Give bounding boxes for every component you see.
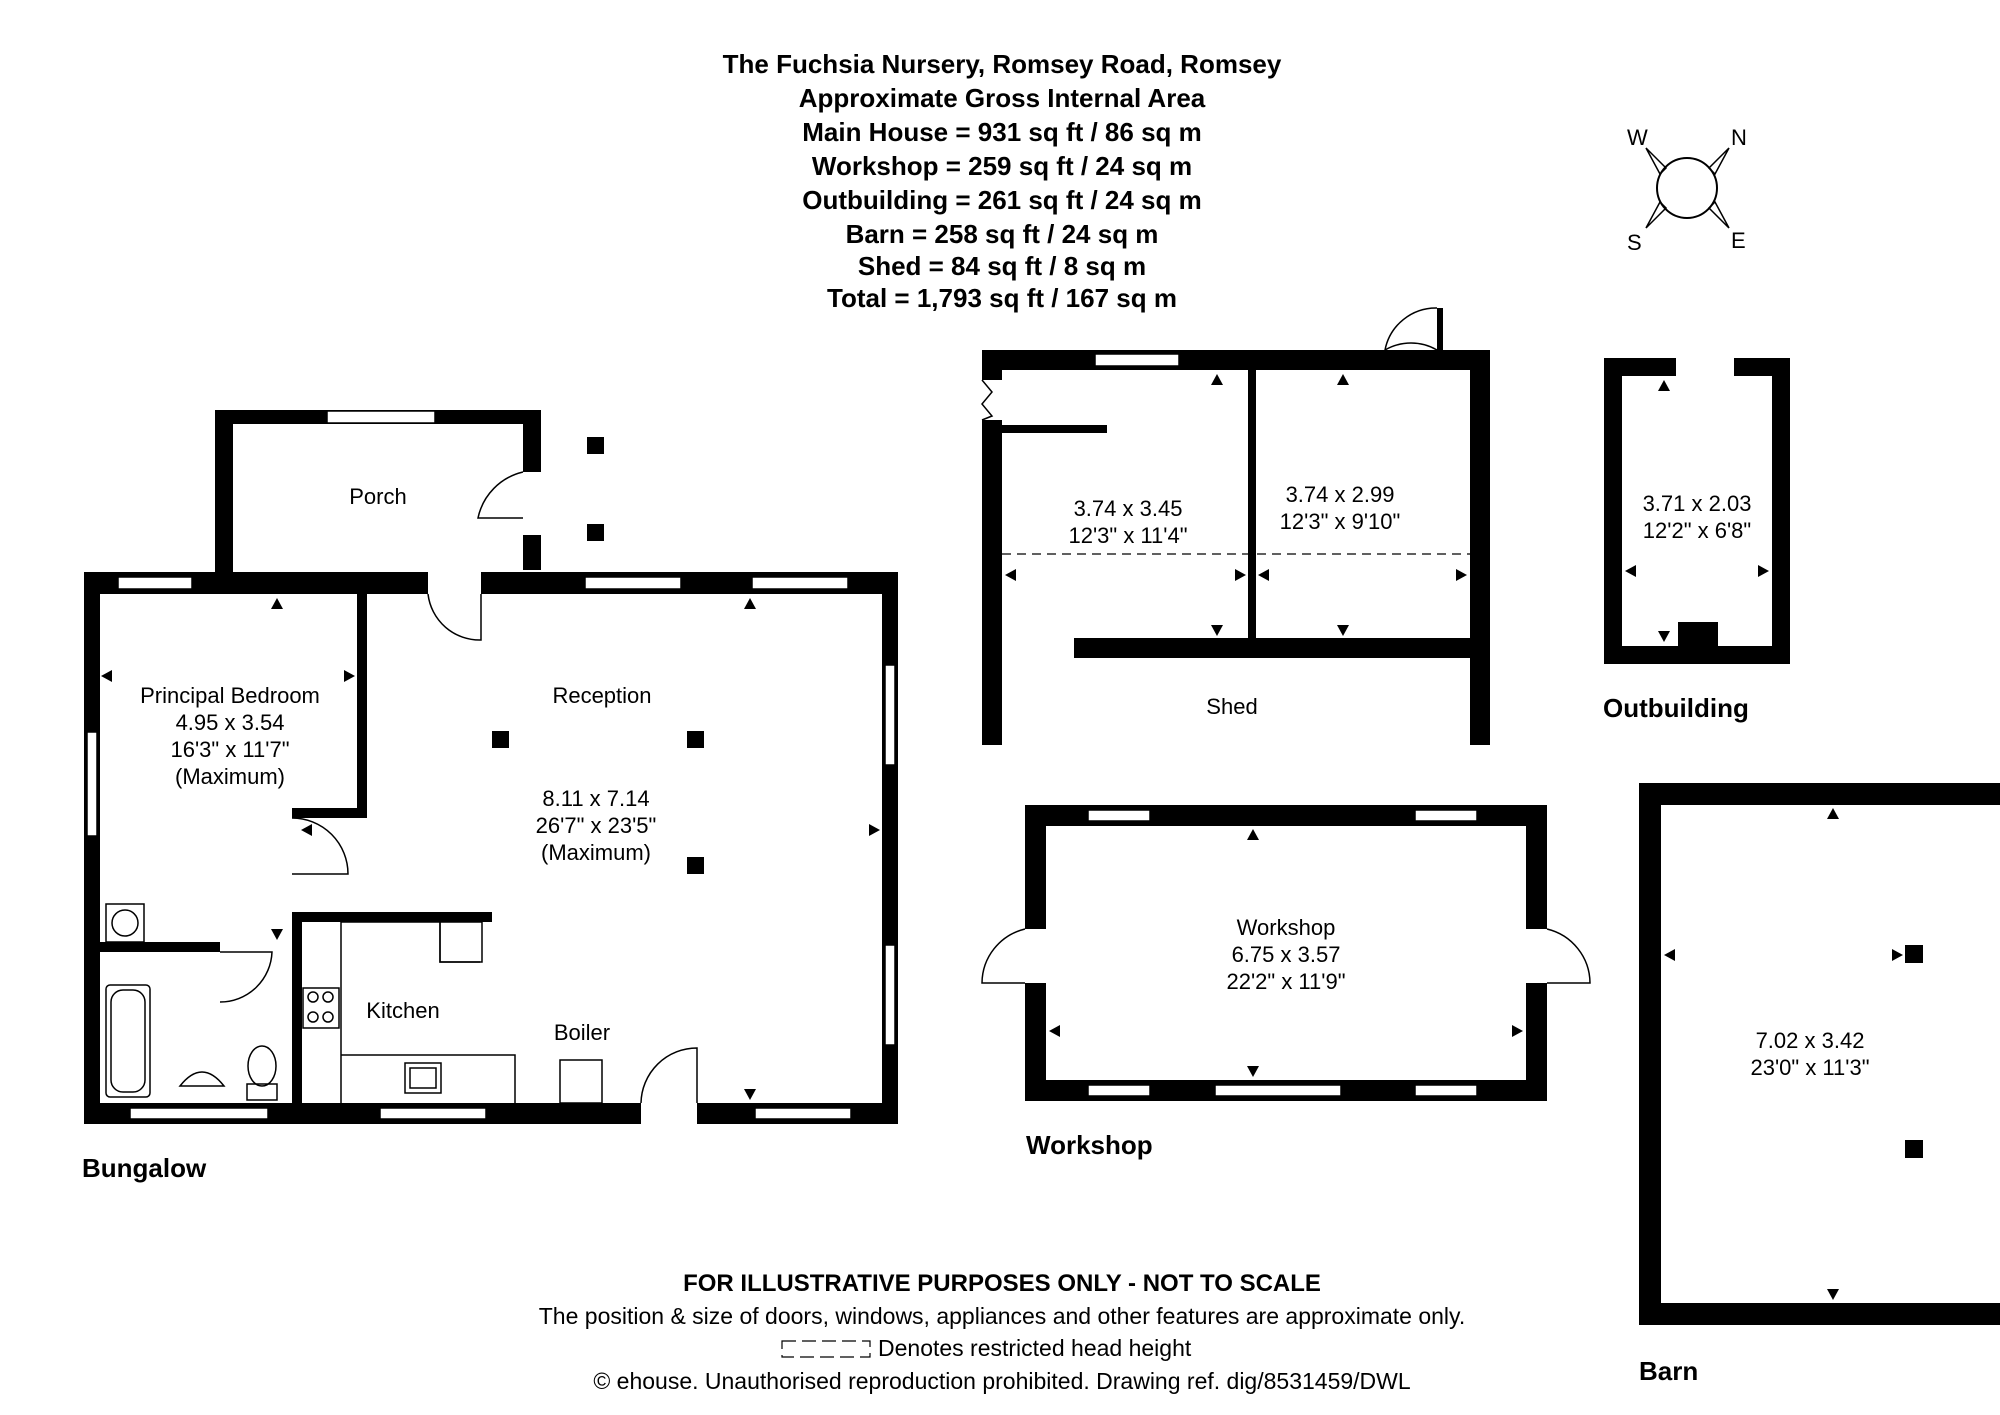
compass-north-label: N [1731,125,1747,150]
reception-imperial: 26'7" x 23'5" [536,813,657,838]
shed-right-metric: 3.74 x 2.99 [1286,482,1395,507]
bedroom-label: Principal Bedroom [140,683,320,708]
bungalow-label: Bungalow [82,1153,207,1183]
porch-label: Porch [349,484,406,509]
bedroom-imperial: 16'3" x 11'7" [170,737,289,762]
shed-left-imperial: 12'3" x 11'4" [1068,523,1187,548]
disclaimer-title: FOR ILLUSTRATIVE PURPOSES ONLY - NOT TO … [683,1270,1321,1297]
shed-right-imperial: 12'3" x 9'10" [1280,509,1401,534]
barn-plan [1639,783,2000,1325]
outbuilding-label: Outbuilding [1603,693,1749,723]
barn-label: Barn [1639,1356,1698,1386]
workshop-imperial: 22'2" x 11'9" [1226,969,1345,994]
area-barn: Barn = 258 sq ft / 24 sq m [846,219,1159,249]
restricted-head-height-key [781,1340,871,1358]
outbuilding-metric: 3.71 x 2.03 [1643,491,1752,516]
barn-imperial: 23'0" x 11'3" [1750,1055,1869,1080]
area-outbuilding: Outbuilding = 261 sq ft / 24 sq m [802,185,1201,215]
footer: FOR ILLUSTRATIVE PURPOSES ONLY - NOT TO … [539,1270,1465,1394]
kitchen-label: Kitchen [366,998,439,1023]
bedroom-note: (Maximum) [175,764,285,789]
area-total: Total = 1,793 sq ft / 167 sq m [827,283,1177,313]
compass-west-label: W [1627,125,1648,150]
disclaimer-text: The position & size of doors, windows, a… [539,1303,1465,1329]
workshop-label: Workshop [1026,1130,1153,1160]
shed-plan [981,307,1490,745]
boiler-label: Boiler [554,1020,610,1045]
compass-icon: W N S E [1627,125,1747,255]
shed-label: Shed [1206,694,1257,719]
plan-subtitle: Approximate Gross Internal Area [799,83,1206,113]
plan-title: The Fuchsia Nursery, Romsey Road, Romsey [723,49,1282,79]
workshop-plan [981,805,1591,1101]
reception-label: Reception [552,683,651,708]
workshop-room-label: Workshop [1237,915,1336,940]
barn-metric: 7.02 x 3.42 [1756,1028,1865,1053]
shed-left-metric: 3.74 x 3.45 [1074,496,1183,521]
reception-note: (Maximum) [541,840,651,865]
workshop-metric: 6.75 x 3.57 [1232,942,1341,967]
bungalow-plan [84,410,898,1124]
copyright-text: © ehouse. Unauthorised reproduction proh… [593,1368,1411,1394]
legend-restricted-height: Denotes restricted head height [878,1335,1192,1361]
outbuilding-imperial: 12'2" x 6'8" [1643,518,1751,543]
reception-metric: 8.11 x 7.14 [542,786,649,811]
compass-south-label: S [1627,230,1642,255]
outbuilding-plan [1604,358,1790,664]
area-shed: Shed = 84 sq ft / 8 sq m [858,251,1146,281]
area-workshop: Workshop = 259 sq ft / 24 sq m [812,151,1192,181]
bedroom-metric: 4.95 x 3.54 [176,710,285,735]
compass-east-label: E [1731,228,1746,253]
header: The Fuchsia Nursery, Romsey Road, Romsey… [723,49,1282,313]
area-main-house: Main House = 931 sq ft / 86 sq m [802,117,1202,147]
